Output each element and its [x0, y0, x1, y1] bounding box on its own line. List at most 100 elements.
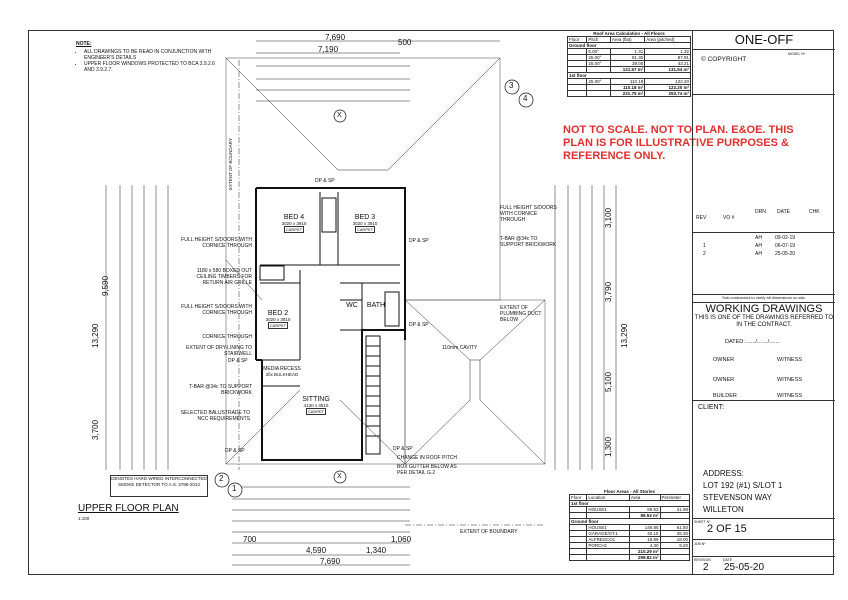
dim-bottom-a: 4,590: [306, 546, 327, 555]
rev-cell: AH: [755, 235, 762, 241]
address-line: WILLETON: [703, 505, 744, 514]
annotation: FULL HEIGHT S/DOORS WITH CORNICE THROUGH: [500, 205, 557, 223]
annotation: SELECTED BALUSTRADE TO NCC REQUIREMENTS: [180, 410, 250, 422]
annotation: BOX GUTTER BELOW AS PER DETAIL G.2: [397, 464, 457, 476]
dim-right-d: 1,300: [604, 436, 613, 457]
room-bath: BATH: [365, 302, 387, 309]
room-name: WC: [346, 302, 358, 309]
room-wc: WC: [343, 302, 361, 309]
room-bed-3: BED 3 3020 x 3910 CARPET: [343, 214, 387, 233]
table-row: 299.82 m²: [568, 554, 691, 561]
dim-bottom-d: 700: [243, 535, 257, 544]
disclaimer-text: NOT TO SCALE. NOT TO PLAN. E&OE. THIS PL…: [563, 124, 794, 162]
grid-marker: X: [337, 112, 342, 119]
copyright-text: © COPYRIGHT: [701, 56, 747, 63]
dim-bottom-b: 1,340: [366, 546, 387, 555]
roof-area-table: Roof Area Calculation - All Floors Floor…: [566, 31, 691, 97]
rev-cell: 1: [703, 243, 706, 249]
sheet-label: SHEET Nº: [694, 520, 711, 524]
room-size: 2fix BULKHEAD: [265, 372, 299, 377]
working-drawings-cell: WORKING DRAWINGS THIS IS ONE OF THE DRAW…: [693, 303, 835, 401]
room-name: SITTING: [302, 396, 330, 403]
plan-title: UPPER FLOOR PLAN: [78, 503, 179, 514]
floor-finish: CARPET: [354, 226, 376, 233]
room-name: BED 3: [354, 214, 376, 221]
job-number-cell: JOB Nº: [693, 540, 835, 557]
window-label: DP & SP: [409, 238, 429, 244]
dim-left-overall: 13,290: [91, 323, 100, 348]
note-item: UPPER FLOOR WINDOWS PROTECTED TO BCA 3.9…: [84, 61, 216, 73]
dim-bottom-c: 1,060: [391, 535, 412, 544]
company-name: ONE-OFF: [734, 32, 794, 47]
dim-left-b: 3,700: [91, 419, 100, 440]
rev-header: CHK: [809, 209, 820, 215]
rev-cell: 2: [703, 251, 706, 257]
annotation: T-BAR @34c TO SUPPORT BRICKWORK: [189, 384, 252, 396]
annotation: FULL HEIGHT S/DOORS WITH CORNICE THROUGH: [181, 237, 252, 249]
rev-cell: AH: [755, 243, 762, 249]
copyright-cell: © COPYRIGHT MODEL Nº: [693, 50, 835, 95]
model-number-label: MODEL Nº: [788, 52, 806, 56]
room-name: MEDIA RECESS: [263, 366, 301, 372]
rev-header: DATE: [777, 209, 790, 215]
date-value: 25-05-20: [724, 562, 765, 573]
room-name: BED 2: [267, 310, 289, 317]
rev-header: VO #: [723, 215, 735, 221]
annotation: T-BAR @34c TO SUPPORT BRICKWORK: [500, 236, 557, 248]
dim-top-right: 500: [398, 38, 412, 47]
room-size: 3020 x 3810: [265, 317, 291, 322]
window-label: DP & SP: [393, 446, 413, 452]
rev-cell: 09-02-19: [775, 235, 796, 241]
floor-area-table: Floor Areas - All Stories Floor Location…: [568, 489, 691, 561]
address-label: ADDRESS:: [703, 469, 744, 478]
annotation: EXTENT OF PLUMBING DUCT BELOW: [500, 305, 542, 323]
room-size: 3020 x 3910: [352, 221, 378, 226]
table-title: Floor Areas - All Stories: [604, 489, 655, 494]
room-media-recess: MEDIA RECESS 2fix BULKHEAD: [262, 366, 302, 377]
plan-scale: 1:100: [78, 516, 90, 521]
rev-cell: 06-07-19: [775, 243, 796, 249]
boundary-label: EXTENT OF BOUNDARY: [228, 138, 233, 190]
room-sitting: SITTING 4130 x 4510 CARPET: [290, 396, 342, 415]
note-item: ALL DRAWINGS TO BE READ IN CONJUNCTION W…: [84, 49, 216, 61]
window-label: DP & SP: [315, 178, 335, 184]
dim-right-a: 3,100: [604, 207, 613, 228]
dim-top-inner: 7,190: [318, 45, 339, 54]
annotation: FULL HEIGHT S/DOORS WITH CORNICE THROUGH: [181, 304, 252, 316]
job-label: JOB Nº: [694, 542, 706, 546]
revision-label: REVISION: [694, 558, 711, 562]
cell: 231.75 m²: [609, 90, 646, 97]
annotation: EXTENT OF DRY-LINING TO STAIRWELL: [186, 345, 252, 357]
dim-bottom-overall: 7,690: [320, 557, 341, 566]
sign-label: WITNESS: [777, 357, 803, 363]
sheet-number: 2 OF 15: [707, 523, 747, 535]
sign-label: OWNER: [713, 357, 735, 363]
revision-date-cell: REVISION DATE 2 25-05-20: [693, 557, 835, 575]
room-size: 3020 x 3910: [281, 221, 307, 226]
working-drawings-title: WORKING DRAWINGS: [705, 303, 823, 315]
dim-right-c: 5,100: [604, 371, 613, 392]
room-name: BED 4: [283, 214, 305, 221]
address-line: STEVENSON WAY: [703, 493, 772, 502]
floor-finish: CARPET: [283, 226, 305, 233]
company-cell: ONE-OFF: [693, 30, 835, 50]
revision-rows: AH 09-02-19 1 AH 06-07-19 2 AH 25-05-20: [693, 233, 835, 295]
sign-label: WITNESS: [777, 393, 803, 399]
dim-top-overall: 7,690: [325, 33, 346, 42]
working-drawings-sub: THIS IS ONE OF THE DRAWINGS REFERRED TO …: [694, 315, 834, 328]
sheet-number-cell: SHEET Nº 2 OF 15: [693, 518, 835, 540]
address-block: ADDRESS: LOT 192 (#1) S/LOT 1 STEVENSON …: [703, 468, 782, 516]
room-name: BATH: [366, 302, 386, 309]
subcontractor-note: Sub-contractors to verify all dimensions…: [693, 295, 835, 303]
room-bed-2: BED 2 3020 x 3810 CARPET: [258, 310, 298, 329]
sign-label: OWNER: [713, 377, 735, 383]
window-label: DP & SP: [409, 322, 429, 328]
annotation: CORNICE THROUGH: [202, 334, 252, 340]
section-marker: 3: [509, 81, 514, 90]
smoke-detector-legend: DENOTES HARD-WIRED INTERCONNECTED SMOKE …: [110, 475, 208, 497]
annotation: 110mm CAVITY: [442, 345, 478, 351]
general-notes: NOTE: ALL DRAWINGS TO BE READ IN CONJUNC…: [76, 41, 216, 73]
client-label: CLIENT:: [698, 404, 725, 411]
rev-header: DRN: [755, 209, 766, 215]
